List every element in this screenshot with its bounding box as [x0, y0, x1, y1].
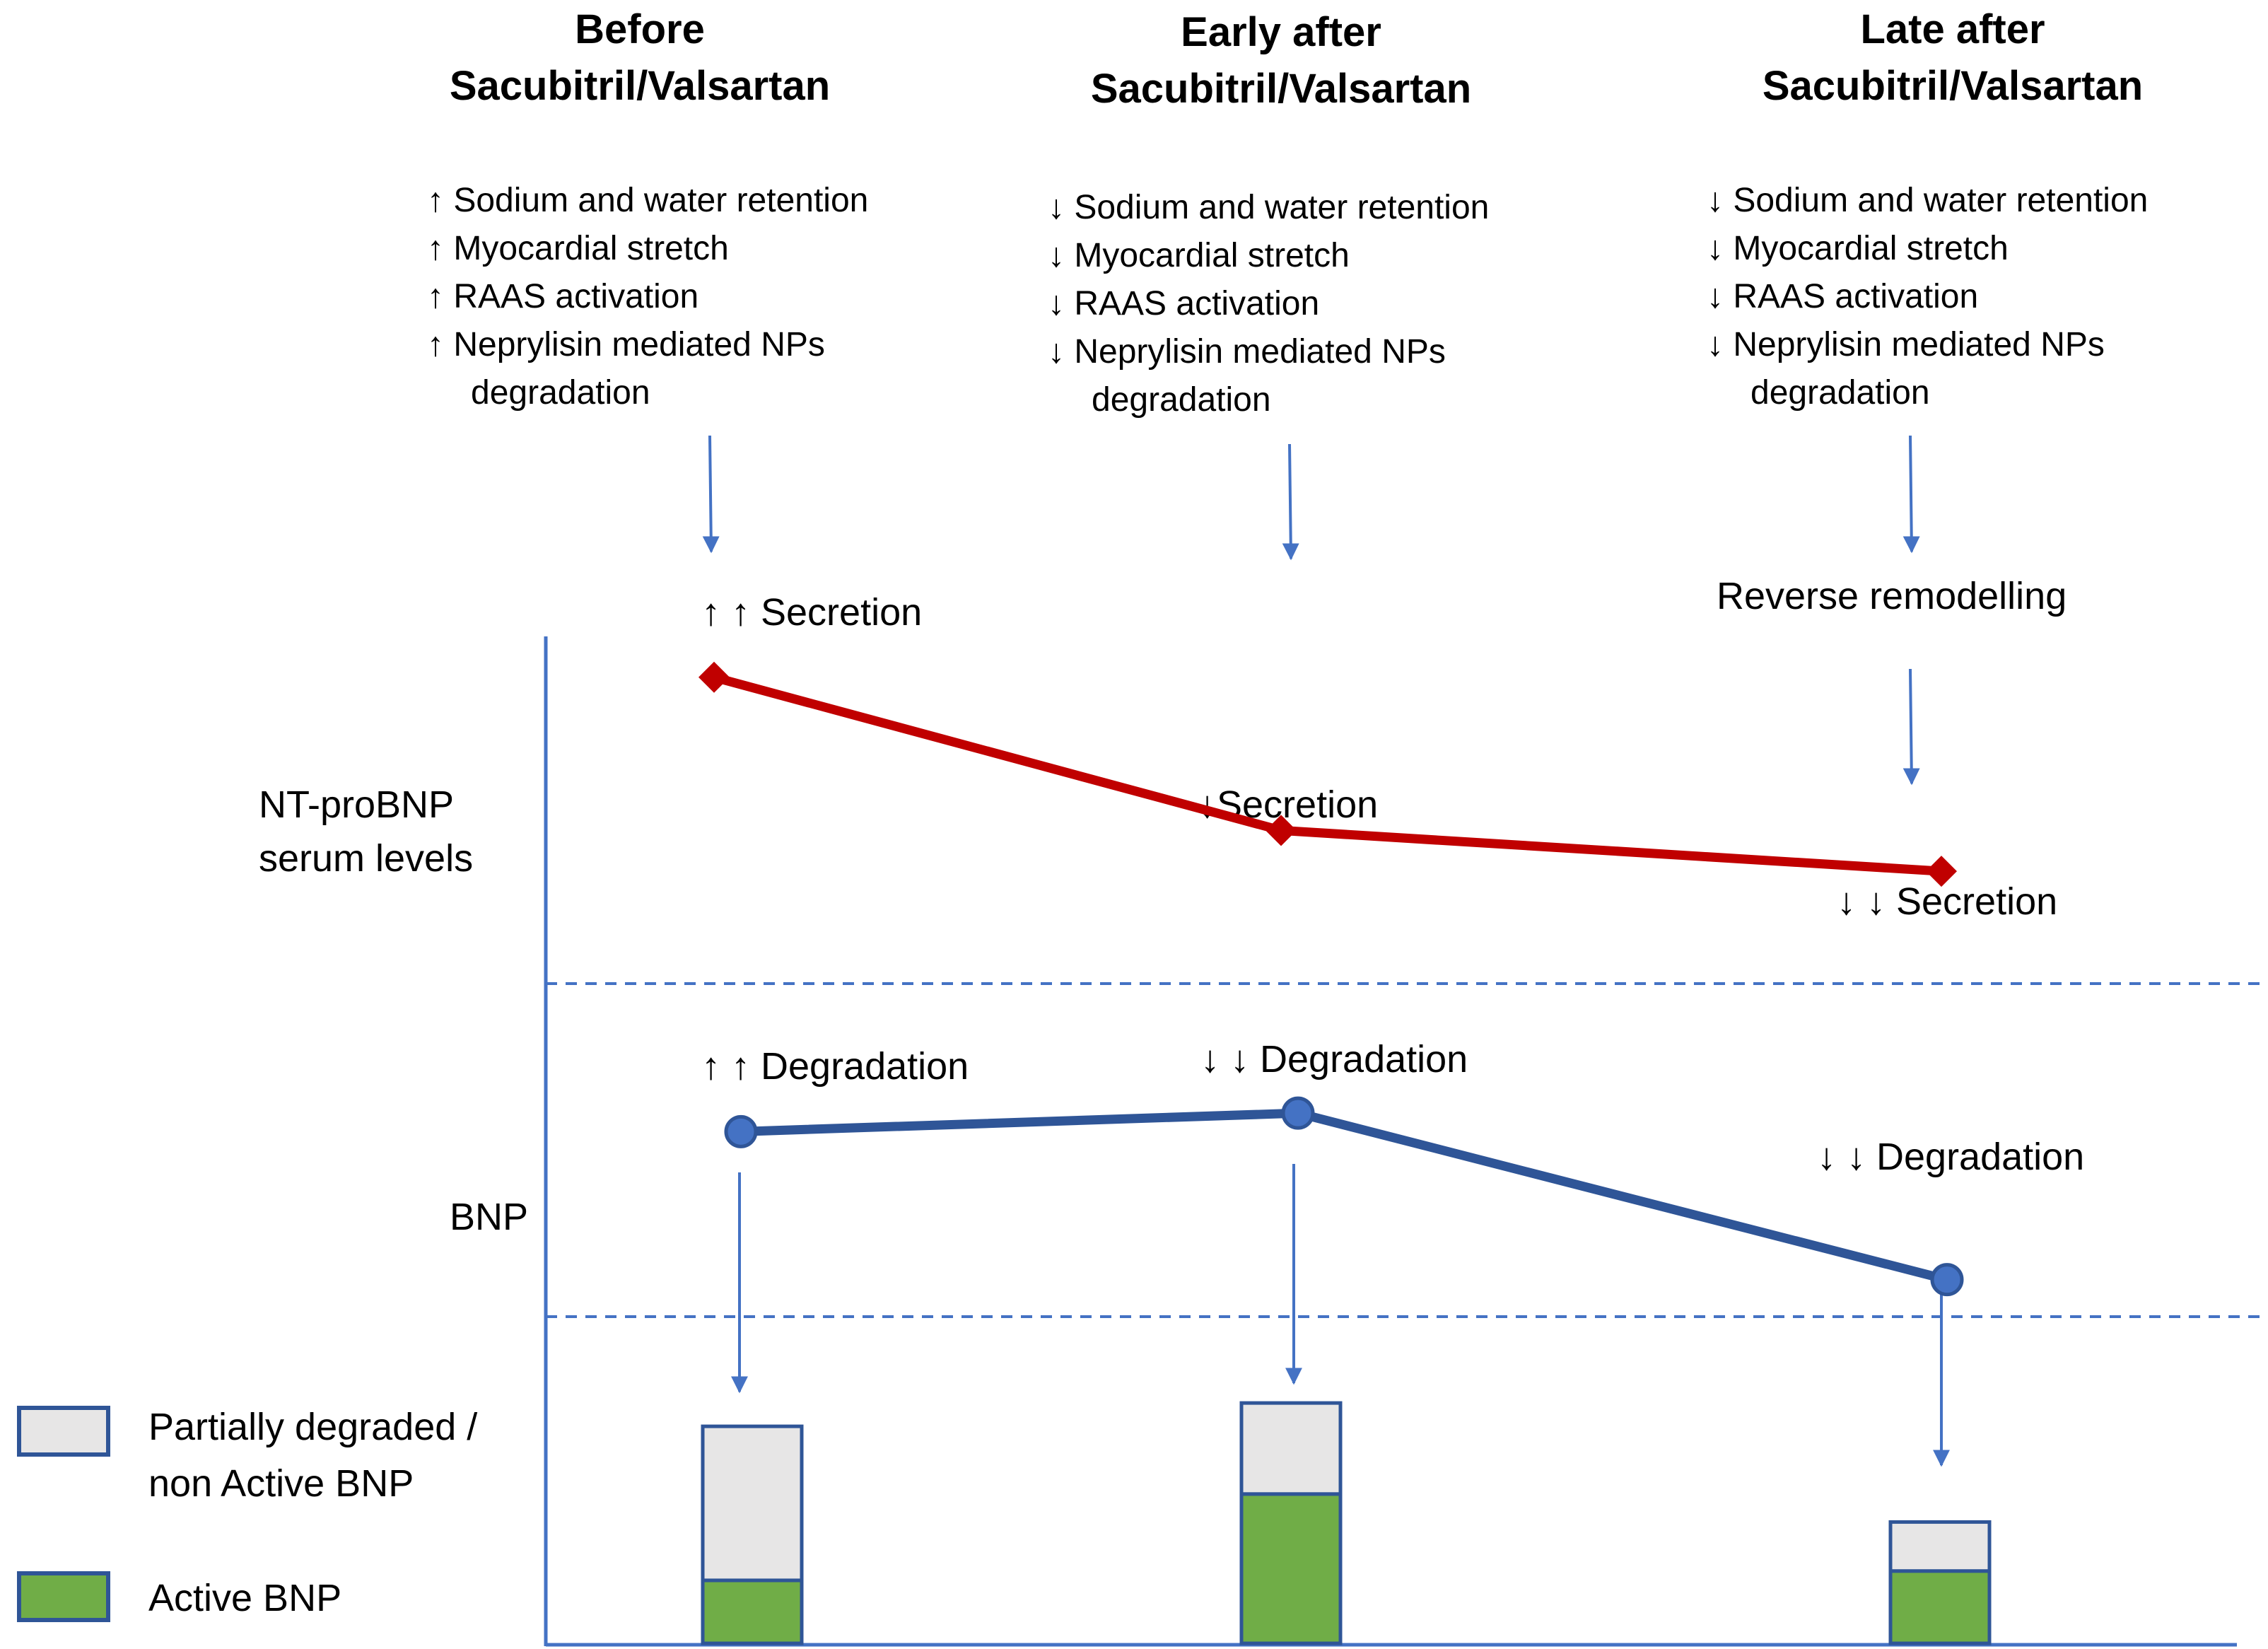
header-late: Late after Sacubitril/Valsartan: [1635, 1, 2268, 115]
degradation-label-late: ↓ ↓ Degradation: [1817, 1136, 2085, 1178]
reverse-remodelling-label: Reverse remodelling: [1717, 575, 2067, 617]
header-early: Early after Sacubitril/Valsartan: [963, 4, 1599, 117]
bnp-point: [724, 1114, 758, 1148]
header-late-line2: Sacubitril/Valsartan: [1762, 63, 2144, 109]
header-early-line2: Sacubitril/Valsartan: [1090, 66, 1472, 112]
active-bnp-bar: [1888, 1569, 1992, 1645]
effect-text: Myocardial stretch: [453, 230, 729, 267]
effect-row: ↑ RAAS activation: [427, 273, 868, 321]
effect-continuation: degradation: [1092, 381, 1271, 419]
series-line-2: [740, 1108, 1948, 1284]
effects-before: ↑ Sodium and water retention ↑ Myocardia…: [427, 177, 868, 417]
arrow-down-icon: ↓: [1048, 189, 1065, 226]
secretion-label-before: ↑ ↑ Secretion: [701, 591, 923, 634]
effect-text: RAAS activation: [1074, 285, 1320, 322]
effect-text: Myocardial stretch: [1733, 230, 2009, 267]
flow-arrow-before-1: [702, 435, 720, 554]
degradation-label-early: ↓ ↓ Degradation: [1200, 1038, 1468, 1080]
header-before-line2: Sacubitril/Valsartan: [449, 63, 831, 109]
effect-row: ↓ Neprylisin mediated NPs: [1048, 328, 1489, 376]
effect-row: ↑ Myocardial stretch: [427, 225, 868, 273]
effect-row: ↓ Myocardial stretch: [1048, 232, 1489, 280]
ntprobnp-axis-line2: serum levels: [259, 837, 474, 880]
series-line-1: [713, 672, 1942, 876]
effect-text: Sodium and water retention: [1074, 189, 1490, 226]
arrow-up-icon: ↑: [427, 230, 444, 267]
effect-text: Myocardial stretch: [1074, 237, 1350, 274]
arrow-down-icon: ↓: [1048, 333, 1065, 371]
arrow-up-icon: ↑: [427, 278, 444, 315]
bnp-point: [1930, 1263, 1964, 1297]
legend-label-inactive-line1: Partially degraded /: [148, 1406, 478, 1448]
effect-text: Neprylisin mediated NPs: [1733, 326, 2105, 363]
legend-label-inactive: Partially degraded / non Active BNP: [148, 1399, 477, 1512]
arrow-down-icon: ↓: [1707, 230, 1724, 267]
arrow-down-icon: ↓: [1707, 326, 1724, 363]
effect-row: ↓ RAAS activation: [1707, 273, 2148, 321]
header-before: Before Sacubitril/Valsartan: [322, 1, 958, 115]
ntprobnp-point: [1265, 815, 1297, 846]
arrow-up-icon: ↑: [427, 326, 444, 363]
ntprobnp-point: [698, 661, 730, 693]
effect-continuation: degradation: [471, 374, 650, 412]
active-bnp-bar: [1239, 1492, 1343, 1645]
bnp-point: [1281, 1096, 1315, 1130]
effect-text: Neprylisin mediated NPs: [1074, 333, 1446, 371]
effects-early: ↓ Sodium and water retention ↓ Myocardia…: [1048, 184, 1489, 424]
secretion-label-late: ↓ ↓ Secretion: [1837, 880, 2058, 923]
effect-row: ↑ Neprylisin mediated NPs: [427, 321, 868, 369]
arrow-down-icon: ↓: [1707, 278, 1724, 315]
flow-arrow-late-1: [1902, 435, 1920, 554]
effect-text: Sodium and water retention: [453, 182, 869, 219]
effect-text: Sodium and water retention: [1733, 182, 2149, 219]
effect-row: ↓ Neprylisin mediated NPs: [1707, 321, 2148, 369]
effect-text: Neprylisin mediated NPs: [453, 326, 825, 363]
ntprobnp-point: [1926, 856, 1957, 887]
flow-arrow-late-2: [1902, 668, 1920, 786]
effect-row: ↓ RAAS activation: [1048, 280, 1489, 328]
effects-late: ↓ Sodium and water retention ↓ Myocardia…: [1707, 177, 2148, 417]
inactive-bnp-bar: [1888, 1520, 1992, 1573]
ntprobnp-axis-label: NT-proBNP serum levels: [259, 778, 473, 885]
legend-label-active: Active BNP: [148, 1577, 342, 1619]
arrow-down-icon: ↓: [1707, 182, 1724, 219]
inactive-bnp-bar: [1239, 1401, 1343, 1496]
flow-arrow-early-1: [1282, 443, 1299, 561]
effect-row: ↑ Sodium and water retention: [427, 177, 868, 225]
legend-label-inactive-line2: non Active BNP: [148, 1462, 414, 1505]
arrow-down-icon: ↓: [1048, 237, 1065, 274]
effect-text: RAAS activation: [453, 278, 699, 315]
header-before-line1: Before: [575, 6, 705, 52]
legend-swatch-active: [17, 1571, 110, 1622]
arrow-up-icon: ↑: [427, 182, 444, 219]
bnp-axis-label: BNP: [450, 1196, 529, 1238]
effect-row: ↓ Myocardial stretch: [1707, 225, 2148, 273]
effect-row: ↓ Sodium and water retention: [1048, 184, 1489, 232]
degradation-label-before: ↑ ↑ Degradation: [701, 1045, 969, 1088]
effect-continuation: degradation: [1750, 374, 1930, 412]
effect-text: RAAS activation: [1733, 278, 1979, 315]
active-bnp-bar: [701, 1578, 804, 1645]
arrow-down-icon: ↓: [1048, 285, 1065, 322]
effect-row: ↓ Sodium and water retention: [1707, 177, 2148, 225]
inactive-bnp-bar: [701, 1424, 804, 1583]
ntprobnp-axis-line1: NT-proBNP: [259, 783, 455, 826]
legend-swatch-inactive: [17, 1406, 110, 1457]
header-late-line1: Late after: [1860, 6, 2045, 52]
header-early-line1: Early after: [1181, 9, 1381, 55]
